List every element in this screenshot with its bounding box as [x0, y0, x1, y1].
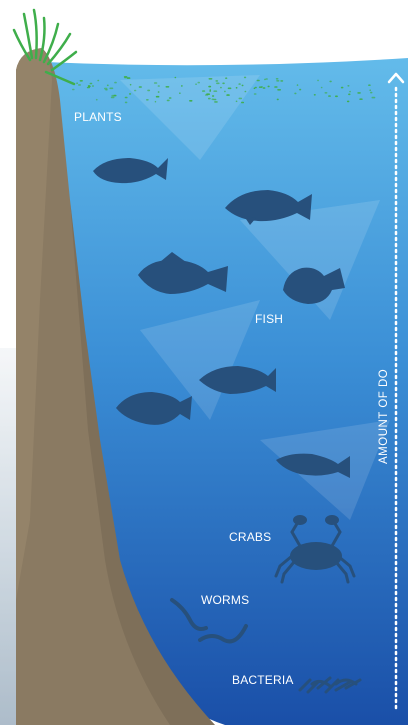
- axis-label-amount-of-do: AMOUNT OF DO: [378, 369, 390, 464]
- label-bacteria: BACTERIA: [232, 673, 294, 687]
- label-worms: WORMS: [201, 593, 249, 607]
- label-crabs: CRABS: [229, 530, 271, 544]
- label-plants: PLANTS: [74, 110, 122, 124]
- label-fish: FISH: [255, 312, 283, 326]
